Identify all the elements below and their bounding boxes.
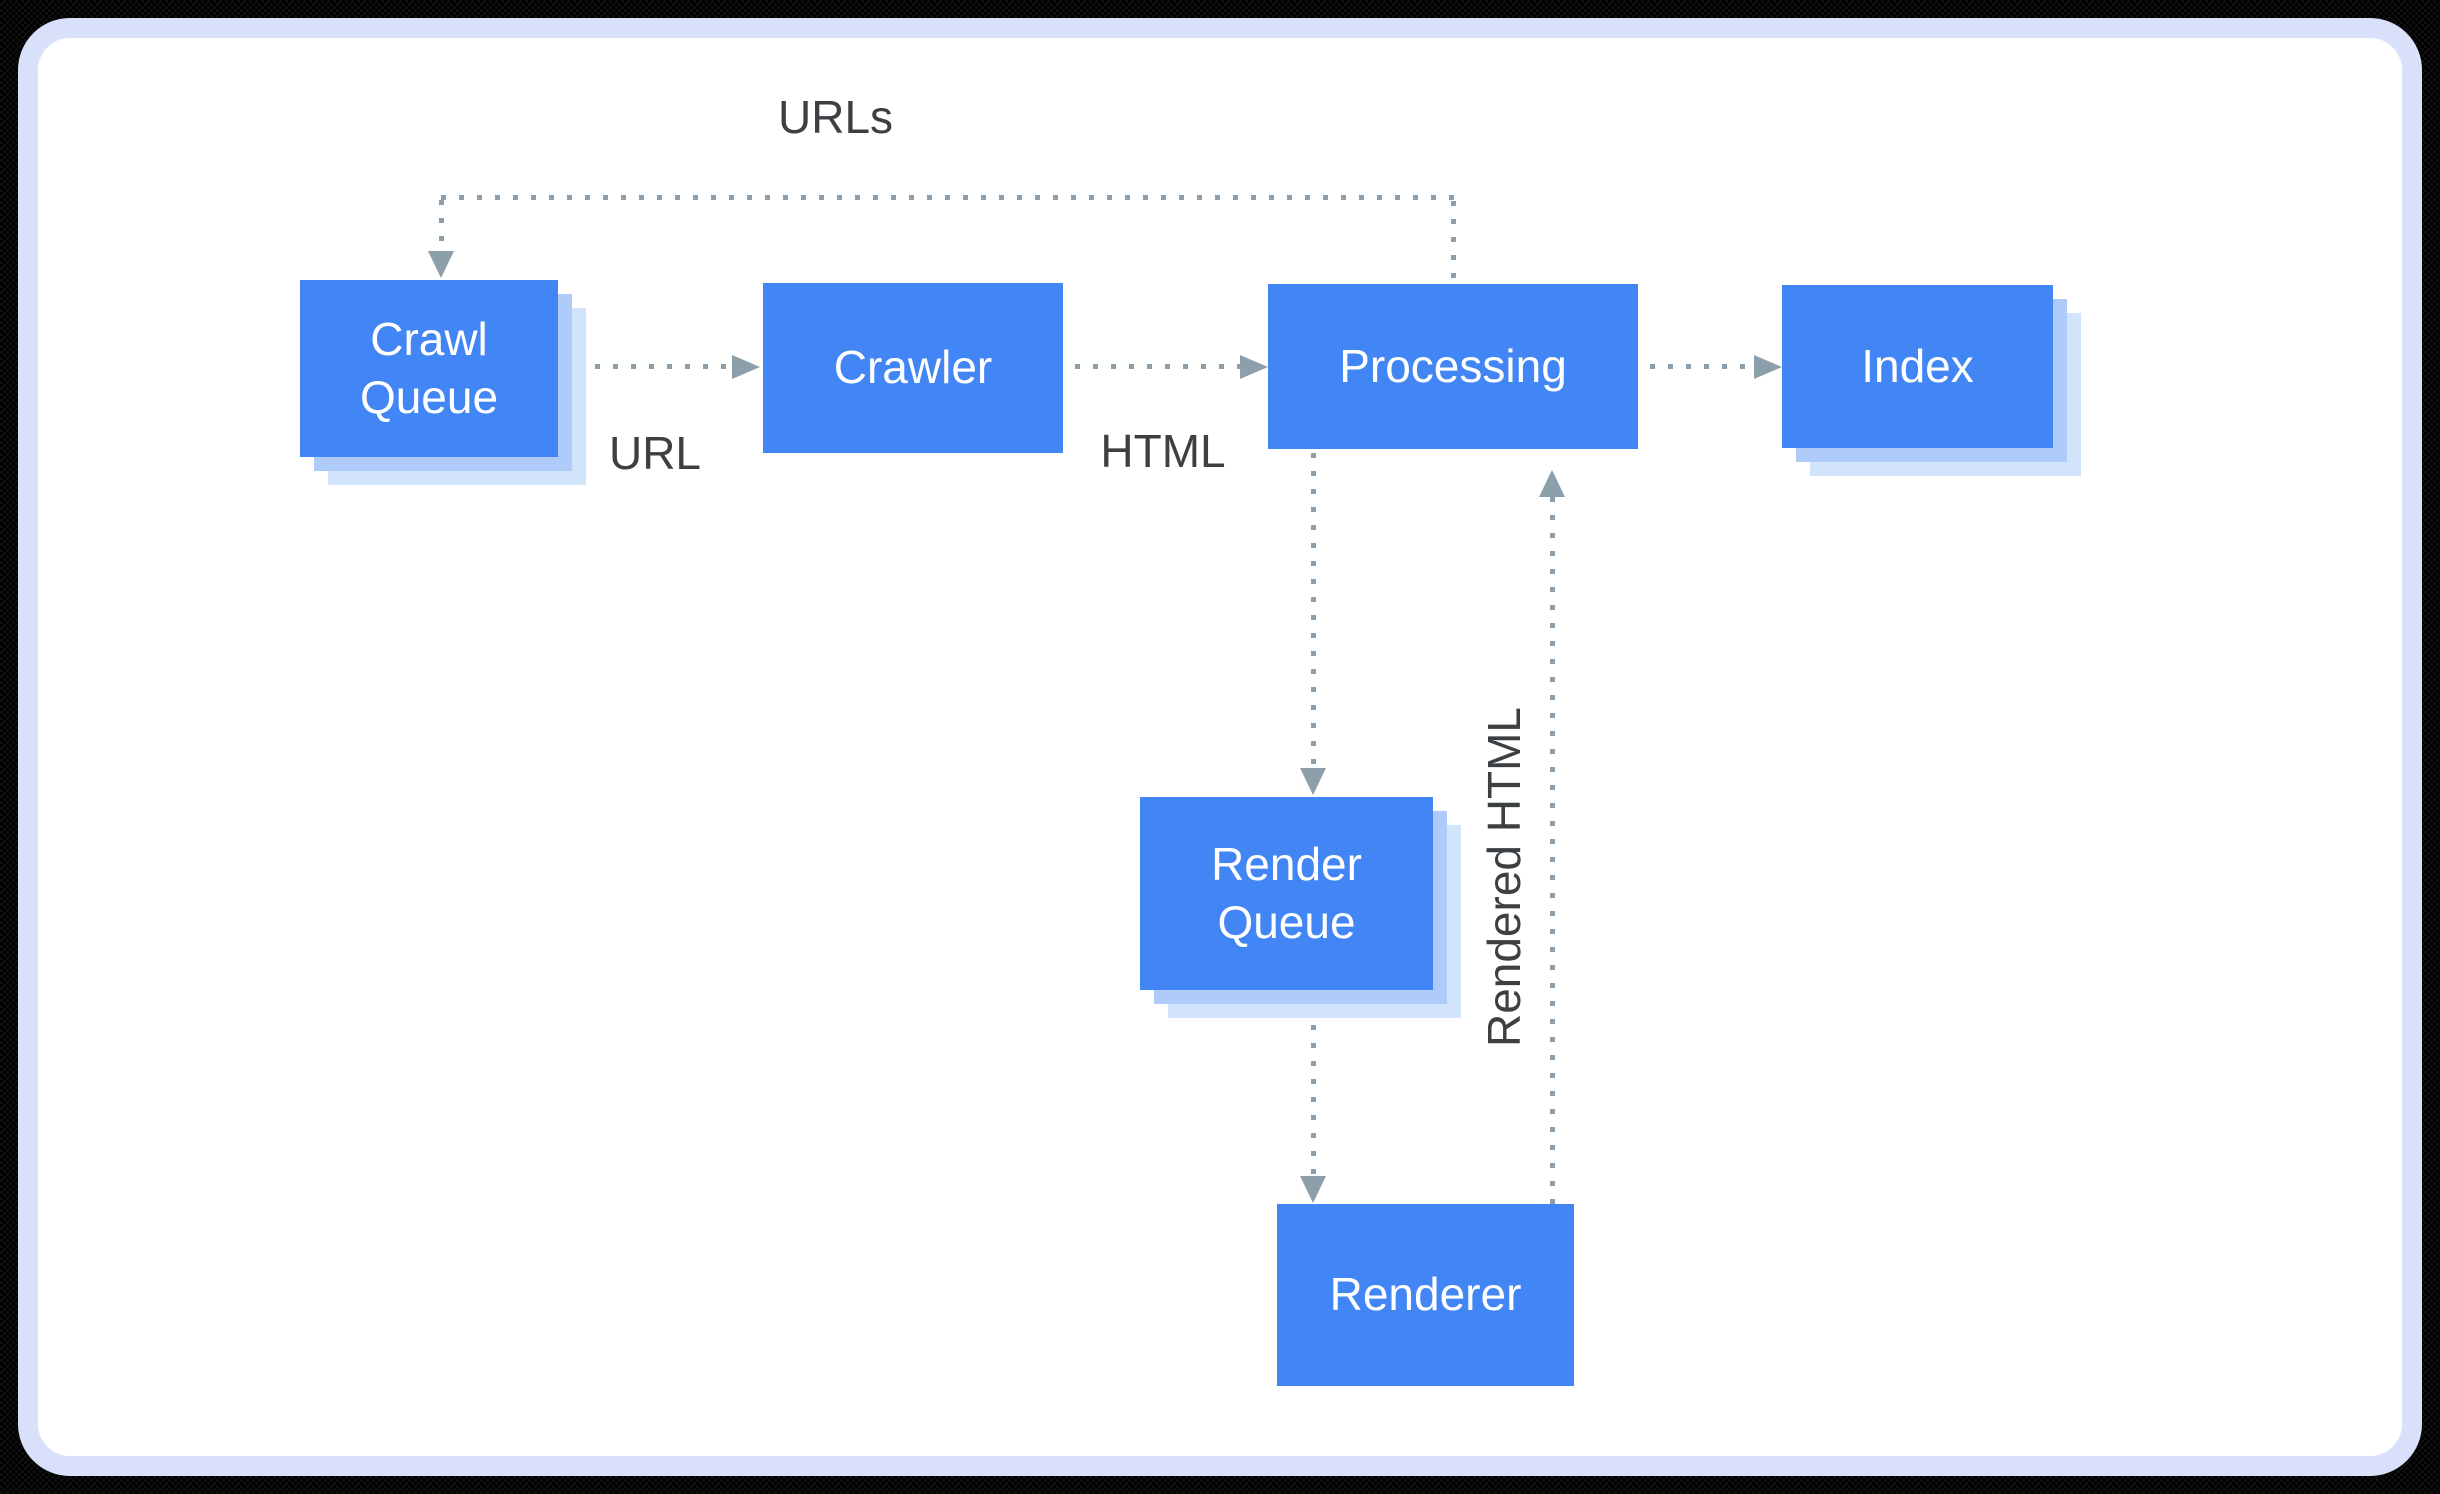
edge-render-queue-to-renderer (1311, 1025, 1316, 1175)
edge-processing-to-crawl-queue-up-segment (1451, 201, 1456, 284)
edge-label-urls: URLs (778, 91, 894, 143)
edge-label-url: URL (608, 427, 702, 479)
node-crawl-queue: Crawl Queue (300, 280, 558, 457)
arrowhead-right-icon (1754, 355, 1782, 379)
node-render-queue: Render Queue (1140, 797, 1433, 990)
edge-crawl-queue-to-crawler (595, 364, 732, 369)
node-crawler: Crawler (763, 283, 1063, 453)
edge-processing-to-render-queue (1311, 453, 1316, 766)
edge-label-rendered-html: Rendered HTML (1478, 706, 1530, 1048)
arrowhead-right-icon (1240, 355, 1268, 379)
node-index: Index (1782, 285, 2053, 448)
edge-label-html: HTML (1100, 425, 1226, 477)
arrowhead-down-icon (1300, 1176, 1326, 1203)
edge-renderer-to-processing (1550, 497, 1555, 1204)
arrowhead-up-icon (1539, 470, 1565, 497)
edge-crawler-to-processing (1075, 364, 1240, 369)
arrowhead-down-icon (1300, 768, 1326, 795)
arrowhead-right-icon (732, 355, 760, 379)
diagram-card (18, 18, 2422, 1476)
node-processing: Processing (1268, 284, 1638, 449)
node-renderer: Renderer (1277, 1204, 1574, 1386)
edge-processing-to-crawl-queue-down-segment (439, 200, 444, 250)
arrowhead-down-icon (428, 251, 454, 278)
edge-processing-to-index (1650, 364, 1754, 369)
edge-processing-to-crawl-queue-top-segment (441, 195, 1456, 200)
